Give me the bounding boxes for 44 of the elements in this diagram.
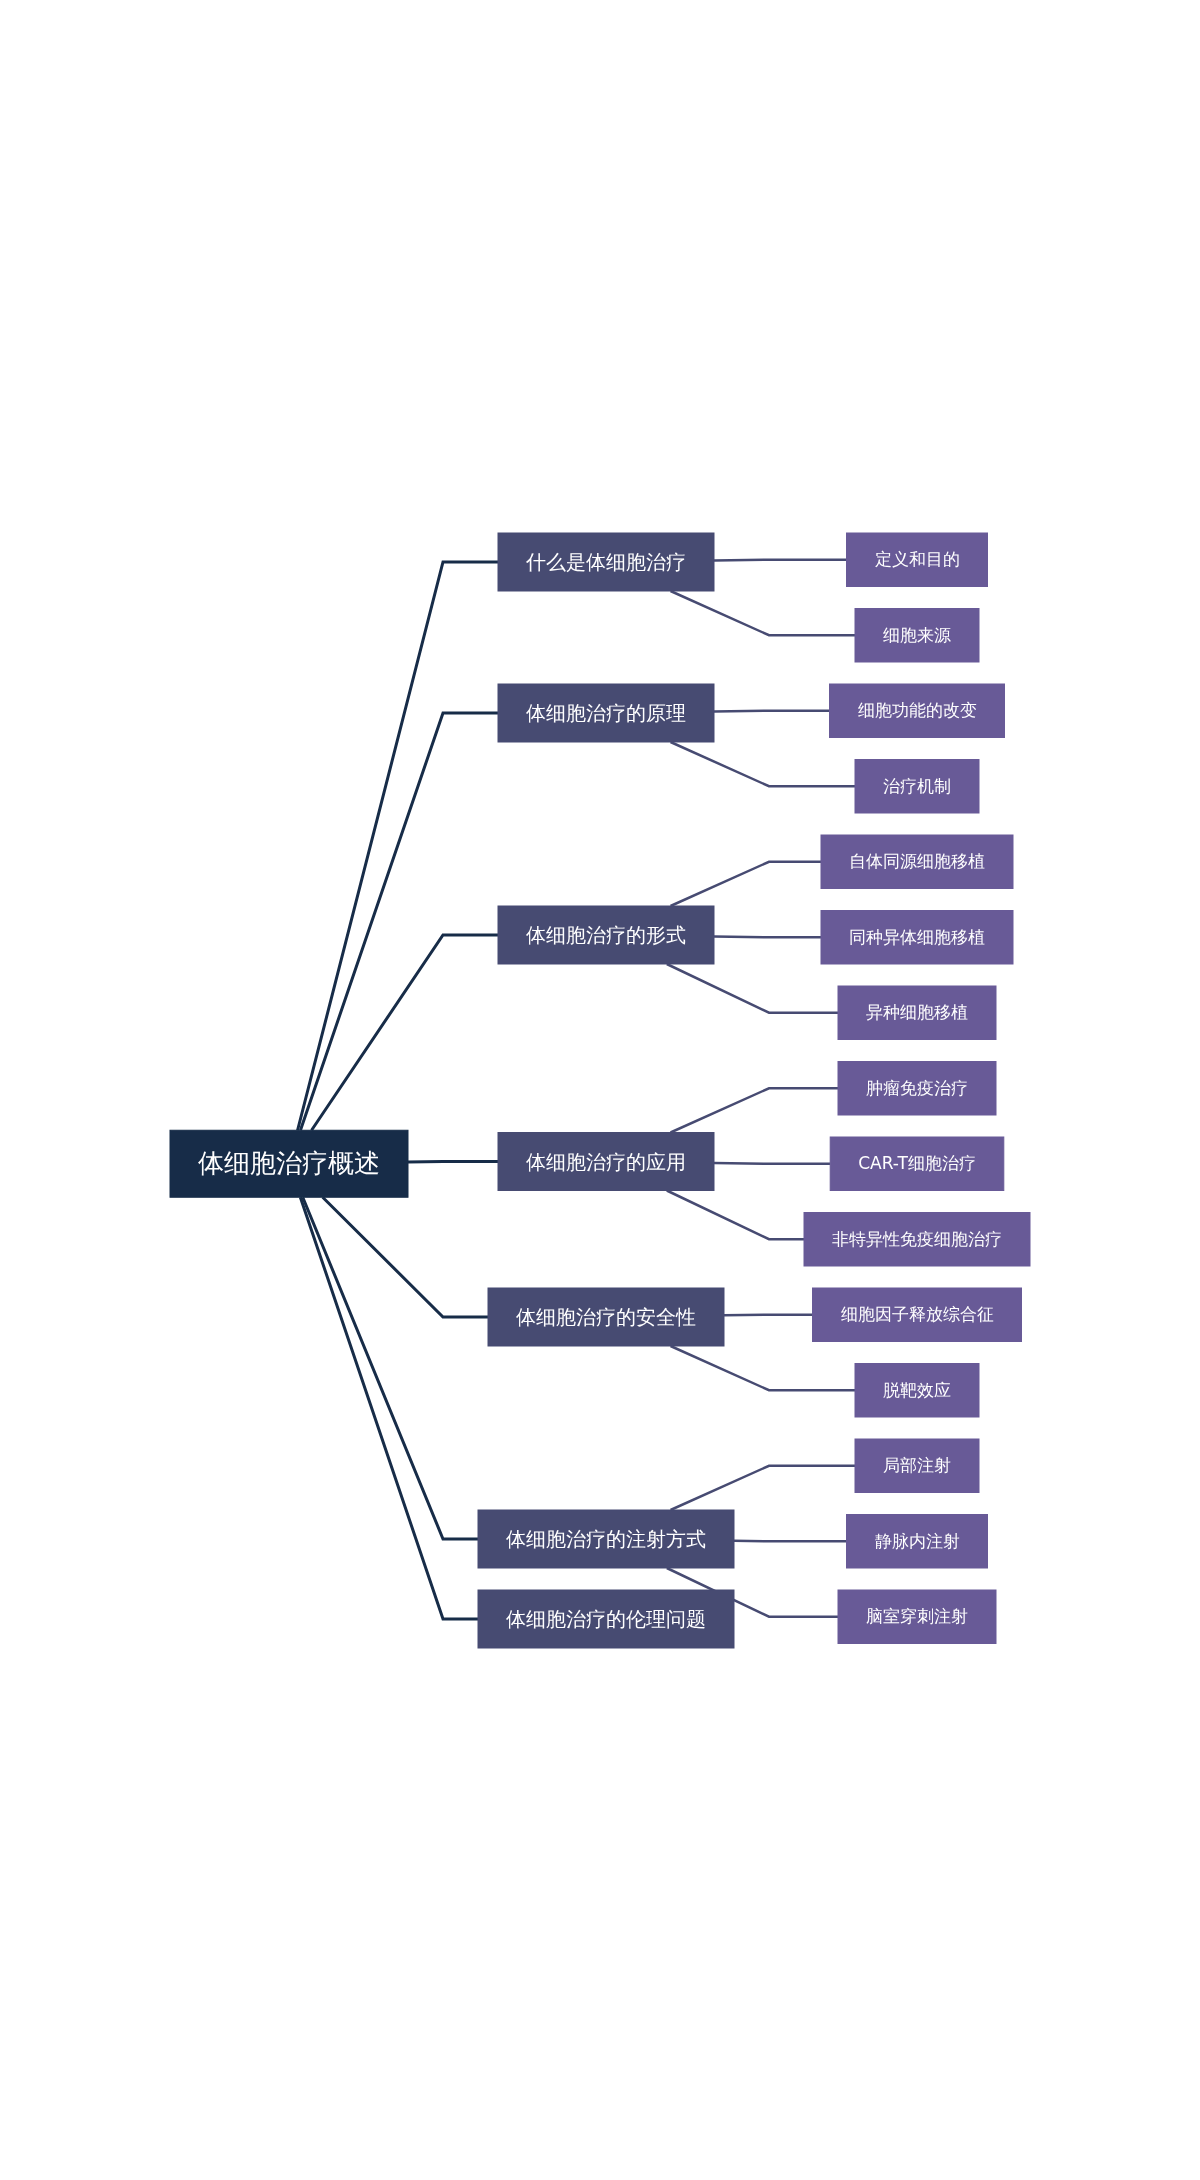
node-box: 定义和目的: [846, 532, 988, 587]
node-box: 异种细胞移植: [837, 985, 997, 1040]
connector: [296, 560, 498, 1131]
node-box: 脱靶效应: [854, 1362, 980, 1417]
node-box: 体细胞治疗的注射方式: [477, 1509, 735, 1568]
connector: [734, 1539, 847, 1542]
connector: [670, 589, 855, 636]
node-box: 什么是体细胞治疗: [497, 532, 715, 591]
node-box: 自体同源细胞移植: [820, 834, 1014, 889]
connector: [670, 860, 821, 907]
node-box: 非特异性免疫细胞治疗: [803, 1211, 1031, 1266]
node-box: CAR-T细胞治疗: [829, 1136, 1005, 1191]
node-box: 细胞功能的改变: [829, 683, 1005, 738]
connector: [298, 1196, 478, 1620]
connector: [310, 933, 498, 1131]
node-box: 体细胞治疗的原理: [497, 683, 715, 742]
node-box: 细胞因子释放综合征: [812, 1287, 1022, 1342]
node-box: 同种异体细胞移植: [820, 909, 1014, 964]
connector: [670, 1344, 855, 1391]
connector: [321, 1195, 488, 1318]
node-box: 体细胞治疗的形式: [497, 905, 715, 964]
node-box: 体细胞治疗的安全性: [487, 1287, 725, 1346]
node-box: 治疗机制: [854, 758, 980, 813]
connector: [714, 558, 847, 562]
connector: [407, 1159, 498, 1163]
node-box: 静脉内注射: [846, 1513, 988, 1568]
connector: [670, 740, 855, 787]
connector: [724, 1313, 813, 1317]
connector: [670, 1464, 855, 1511]
node-box: 细胞来源: [854, 607, 980, 662]
connector: [670, 1086, 838, 1134]
connector: [714, 934, 821, 938]
node-box: 局部注射: [854, 1438, 980, 1493]
connector: [714, 1161, 831, 1165]
node-box: 肿瘤免疫治疗: [837, 1060, 997, 1115]
node-box: 体细胞治疗的应用: [497, 1131, 715, 1191]
connector: [299, 711, 498, 1131]
node-box: 体细胞治疗概述: [169, 1129, 409, 1198]
connector: [666, 962, 838, 1014]
node-box: 体细胞治疗的伦理问题: [477, 1589, 735, 1648]
connector: [301, 1196, 478, 1540]
node-box: 脑室穿刺注射: [837, 1589, 997, 1644]
connector: [714, 709, 830, 713]
connector: [666, 1566, 838, 1618]
